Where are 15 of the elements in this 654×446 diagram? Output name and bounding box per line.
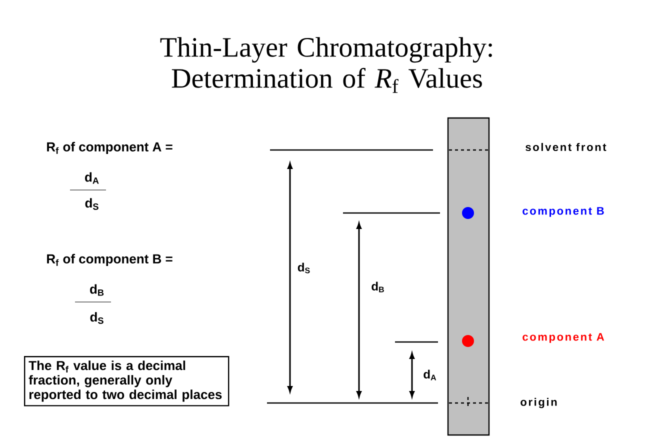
level-label: component A: [522, 333, 604, 343]
distance-label: d$_{A}$: [424, 370, 436, 380]
fraction-term: d$_{S}$: [85, 198, 98, 210]
formula-label: R$_{f}$ of component B =: [47, 254, 172, 266]
fraction-term: d$_{A}$: [85, 172, 99, 184]
fraction-term: d$_{B}$: [90, 284, 104, 296]
fraction-term: d$_{S}$: [90, 312, 104, 324]
level-label: origin: [520, 398, 557, 408]
distance-label: d$_{S}$: [298, 262, 310, 274]
note-box: The R$_{f}$ value is a decimal fraction, generally only reported to two decimal places: [24, 356, 230, 406]
distance-label: d$_{B}$: [372, 282, 384, 292]
title: Thin-Layer Chromatography: Determination of R$_{f}$ Values: [160, 37, 492, 93]
level-label: solvent front: [526, 142, 606, 152]
level-label: component B: [522, 207, 604, 217]
formula-label: R$_{f}$ of component A =: [47, 142, 172, 154]
